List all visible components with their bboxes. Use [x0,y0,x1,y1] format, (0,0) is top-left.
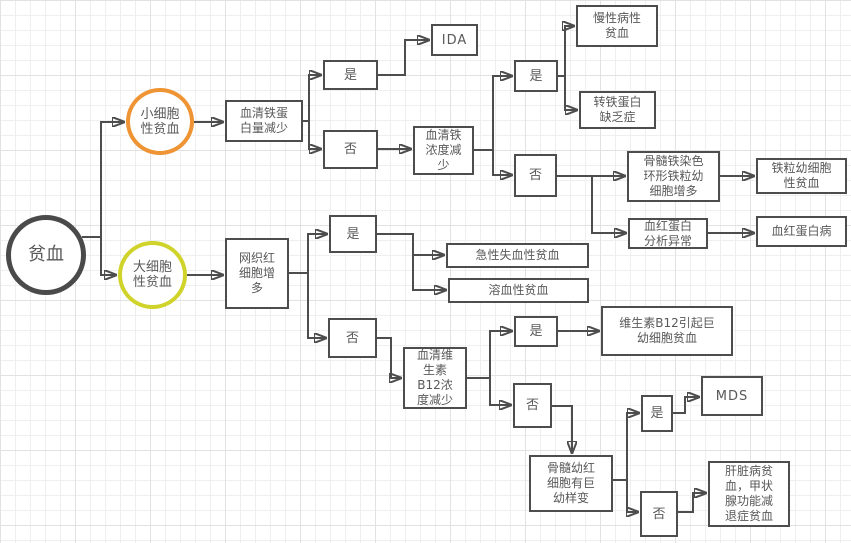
node-serum-ferritin-decreased: 血清铁蛋 白量减少 [225,100,303,142]
node-macrocytic-anemia: 大细胞 性贫血 [118,241,187,309]
node-no-2: 否 [514,154,557,197]
edge-root-to-microcytic [82,122,124,238]
edge-root-to-macrocytic [100,237,116,275]
edge-no5-to-liver [678,493,706,513]
node-yes-1: 是 [323,60,378,90]
node-chronic-disease-anemia: 慢性病性 贫血 [576,5,658,47]
node-reticulocyte-increased: 网织红 细胞增 多 [225,238,289,309]
node-yes-3: 是 [329,215,377,253]
node-no-1: 否 [323,130,378,169]
edge-serum-ferritin-to-yes1 [303,75,321,122]
edge-b12-to-no4 [489,378,511,405]
node-serum-iron-decreased: 血清铁 浓度减 少 [413,126,474,175]
edge-no2-to-hgb-analysis [591,176,626,233]
edge-reticulocyte-to-yes3 [289,234,327,274]
node-no-4: 否 [513,383,552,428]
node-yes-4: 是 [514,316,558,347]
node-sideroblastic-anemia: 铁粒幼细胞 性贫血 [756,158,847,194]
edge-yes3-to-acute [377,233,444,255]
node-hemolytic-anemia: 溶血性贫血 [448,278,589,303]
node-marrow-megaloblastoid-change: 骨髓幼红 细胞有巨 幼样变 [529,455,613,512]
node-hemoglobin-analysis-abnormal: 血红蛋白 分析异常 [628,218,708,249]
edge-b12-to-yes4 [467,331,512,379]
node-microcytic-anemia: 小细胞 性贫血 [126,88,194,155]
node-liver-thyroid-anemia: 肝脏病贫 血，甲状 腺功能减 退症贫血 [708,461,790,527]
node-b12-megaloblastic-anemia: 维生素B12引起巨 幼细胞贫血 [601,306,733,356]
node-ida: IDA [431,24,478,56]
edge-yes2-to-transferrin [564,76,577,110]
node-yes-2: 是 [514,60,558,92]
node-hemoglobinopathy: 血红蛋白病 [756,216,847,247]
edge-serum-iron-to-no2 [492,150,512,175]
edge-reticulocyte-to-no3 [307,273,326,338]
node-yes-5: 是 [641,395,673,432]
edge-no4-to-marrow-mega [552,405,572,453]
node-no-5: 否 [640,491,678,537]
edge-yes1-to-ida [378,40,429,76]
edge-marrow-mega-to-yes5 [613,413,639,481]
node-no-3: 否 [328,318,377,358]
edge-no3-to-b12 [377,337,401,378]
node-acute-blood-loss-anemia: 急性失血性贫血 [446,243,589,268]
edge-serum-iron-to-yes2 [474,76,512,151]
node-transferrin-deficiency: 转铁蛋白 缺乏症 [579,91,656,129]
node-anemia-root: 贫血 [6,215,86,295]
node-mds: MDS [701,376,763,416]
edge-yes3-to-hemolytic [412,255,446,290]
edge-marrow-mega-to-no5 [626,480,638,512]
edge-serum-ferritin-to-no1 [308,121,321,149]
node-serum-b12-decreased: 血清维 生素 B12浓 度减少 [403,347,467,409]
node-marrow-ring-sideroblasts: 骨髓铁染色 环形铁粒幼 细胞增多 [627,151,720,202]
edge-yes2-to-chronic [558,26,574,77]
edge-yes5-to-mds [673,397,699,414]
